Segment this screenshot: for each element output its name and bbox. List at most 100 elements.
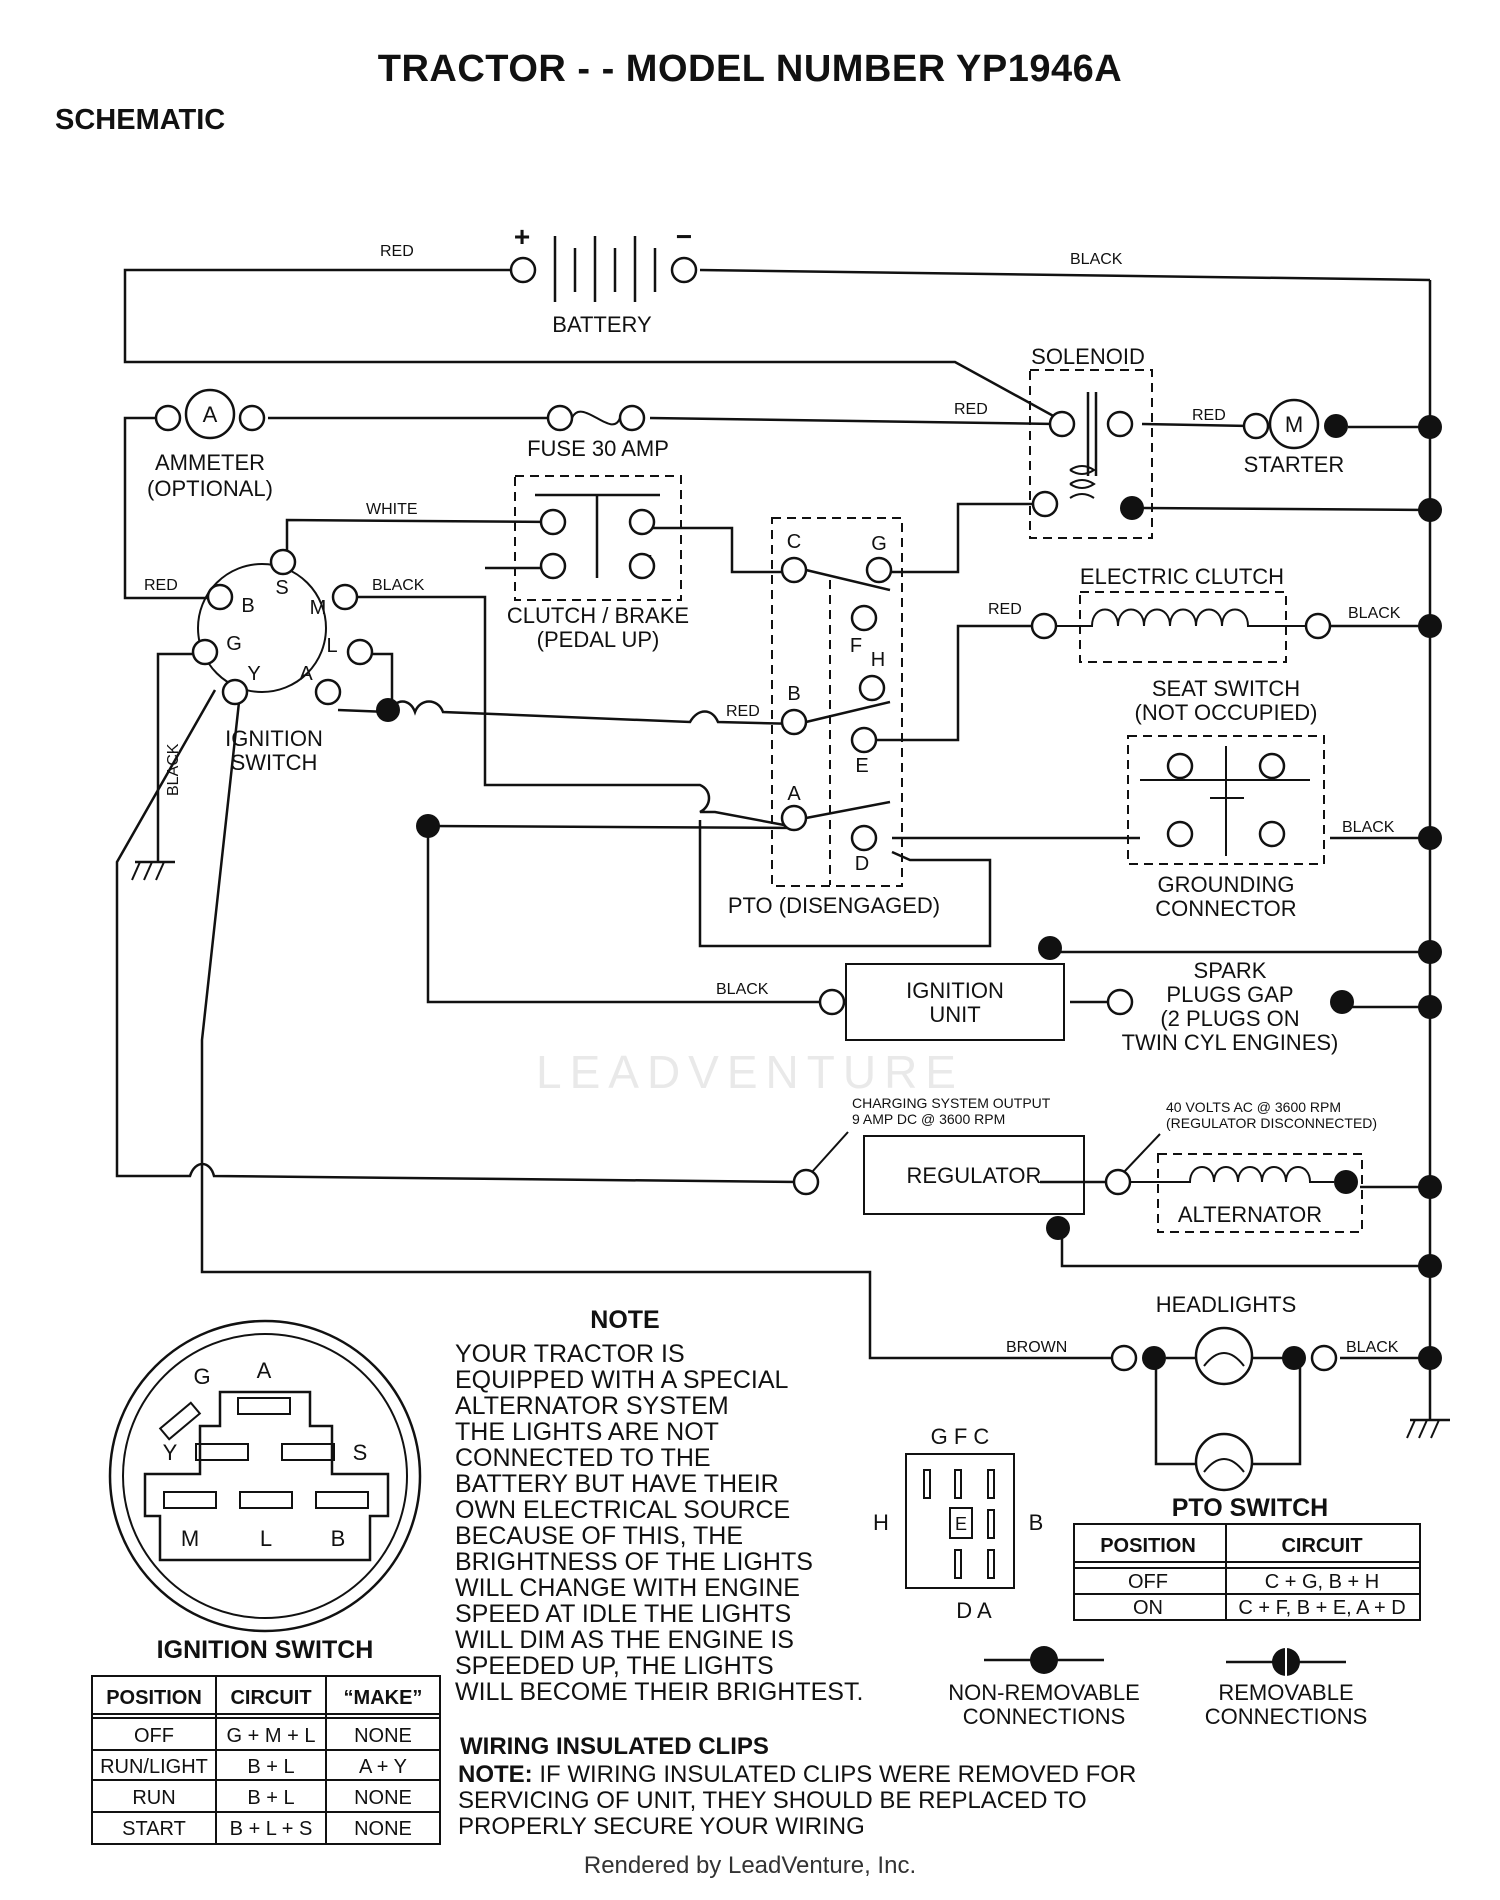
clips-note: WIRING INSULATED CLIPS NOTE: IF WIRING I… — [458, 1733, 1136, 1840]
ign-terminal-a — [314, 678, 342, 706]
solenoid-starter-wire — [1141, 422, 1251, 428]
table-cell: G + M + L — [227, 1725, 316, 1747]
electric-clutch: ELECTRIC CLUTCH — [1030, 564, 1332, 663]
pto-label-d: D — [855, 853, 869, 875]
table-cell: OFF — [1128, 1571, 1168, 1593]
spark-label-4: TWIN CYL ENGINES) — [1122, 1030, 1339, 1055]
pto-label-c: C — [787, 531, 801, 553]
table-header: POSITION — [1100, 1535, 1196, 1557]
plug-label-l: L — [260, 1526, 272, 1551]
clutchbrake-pto-wire — [648, 526, 800, 574]
table-row: RUN/LIGHT B + L A + Y — [100, 1756, 407, 1778]
pto-plug-diagram: G F C H B E D A — [873, 1424, 1043, 1623]
ign-label-m: M — [310, 597, 327, 619]
note-line: WILL BECOME THEIR BRIGHTEST. — [455, 1678, 863, 1706]
table-cell: NONE — [354, 1787, 412, 1809]
volts-label-1: 40 VOLTS AC @ 3600 RPM — [1166, 1099, 1341, 1115]
ign-terminal-m — [331, 583, 359, 611]
battery-negative-label: − — [676, 221, 692, 252]
table-cell: START — [122, 1818, 186, 1840]
regulator-label: REGULATOR — [907, 1163, 1042, 1188]
pto-label-h: H — [871, 649, 885, 671]
ignition-switch-label-2: SWITCH — [231, 750, 318, 775]
seat-switch-label: SEAT SWITCH — [1152, 676, 1300, 701]
grounding-connector-label-1: GROUNDING — [1158, 872, 1295, 897]
svg-text:NOTE: IF WIRING INSULATED CLIP: NOTE: IF WIRING INSULATED CLIPS WERE REM… — [458, 1761, 1136, 1788]
battery-red-wire — [123, 268, 1069, 426]
section-label: SCHEMATIC — [55, 104, 226, 136]
note-line: CONNECTED TO THE — [455, 1444, 711, 1472]
ignition-plug-diagram: A G Y S M L B — [108, 1319, 422, 1633]
electric-clutch-label: ELECTRIC CLUTCH — [1080, 564, 1284, 589]
ign-terminal-s — [269, 548, 297, 576]
note-line: THE LIGHTS ARE NOT — [455, 1418, 719, 1446]
table-cell: C + F, B + E, A + D — [1238, 1597, 1405, 1619]
pto-plug-center-label: E — [955, 1514, 967, 1534]
ignition-switch-table: IGNITION SWITCH POSITION CIRCUIT “MAKE” … — [91, 1636, 441, 1845]
table-cell: C + G, B + H — [1265, 1571, 1379, 1593]
pto-solenoid-wire — [885, 502, 1050, 574]
ign-label-g: G — [226, 633, 242, 655]
starter-label: STARTER — [1244, 452, 1345, 477]
page-title: TRACTOR - - MODEL NUMBER YP1946A — [377, 48, 1123, 90]
wire-label: RED — [380, 243, 414, 260]
charging-label-1: CHARGING SYSTEM OUTPUT — [852, 1095, 1051, 1111]
pto-clutch-red-wire — [870, 624, 1040, 742]
wire-label: BLACK — [1348, 605, 1401, 622]
note-line: ALTERNATOR SYSTEM — [455, 1392, 729, 1420]
table-header: “MAKE” — [344, 1687, 423, 1709]
note-line: YOUR TRACTOR IS — [455, 1340, 685, 1368]
bus-connections — [416, 415, 1442, 1370]
wire-label: RED — [954, 401, 988, 418]
seat-switch-sub-label: (NOT OCCUPIED) — [1135, 700, 1318, 725]
table-cell: NONE — [354, 1725, 412, 1747]
note-line: SPEED AT IDLE THE LIGHTS — [455, 1600, 791, 1628]
clips-line-2: SERVICING OF UNIT, THEY SHOULD BE REPLAC… — [458, 1787, 1087, 1814]
pto-plug-top-label: G F C — [931, 1424, 990, 1449]
table-header: POSITION — [106, 1687, 202, 1709]
pto-label: PTO (DISENGAGED) — [728, 893, 940, 918]
fuse: FUSE 30 AMP — [527, 404, 669, 461]
solenoid-ground-wire — [1141, 506, 1431, 512]
ign-label-y: Y — [247, 663, 260, 685]
headlights: HEADLIGHTS — [1110, 1292, 1338, 1492]
pto-a-wire — [427, 824, 801, 830]
spark-label-1: SPARK — [1194, 958, 1267, 983]
wire-label: RED — [1192, 407, 1226, 424]
non-removable-connection-icon — [1030, 1646, 1058, 1674]
regulator-output-wire — [115, 689, 801, 1184]
legend-nonremovable-2: CONNECTIONS — [963, 1704, 1126, 1729]
plug-label-g: G — [193, 1364, 210, 1389]
solenoid-label: SOLENOID — [1031, 344, 1145, 369]
clips-title: WIRING INSULATED CLIPS — [460, 1733, 769, 1760]
plug-label-m: M — [181, 1526, 199, 1551]
brown-headlight-wire — [200, 692, 1120, 1360]
regulator-ground-wire — [1060, 1234, 1430, 1268]
wire-label: RED — [726, 703, 760, 720]
note-line: SPEEDED UP, THE LIGHTS — [455, 1652, 774, 1680]
table-cell: B + L — [247, 1787, 294, 1809]
battery-black-wire — [699, 268, 1431, 282]
clutchbrake-black-wire — [338, 595, 801, 830]
ignition-unit: IGNITION UNIT SPARK PLUGS GAP (2 PLUGS O… — [818, 936, 1354, 1055]
table-cell: OFF — [134, 1725, 174, 1747]
legend-removable-1: REMOVABLE — [1218, 1680, 1353, 1705]
wire-label: BROWN — [1006, 1339, 1067, 1356]
wire-label: BLACK — [372, 577, 425, 594]
wire-label: BLACK — [1070, 251, 1123, 268]
table-row: OFF G + M + L NONE — [134, 1725, 412, 1747]
ignition-table-title: IGNITION SWITCH — [157, 1636, 374, 1664]
ignition-unit-label-1: IGNITION — [906, 978, 1004, 1003]
plug-label-b: B — [331, 1526, 346, 1551]
note-line: WILL CHANGE WITH ENGINE — [455, 1574, 800, 1602]
table-cell: NONE — [354, 1818, 412, 1840]
pto-switch: C G F H B E A D PTO (DISENGAGED) — [728, 517, 940, 918]
battery-positive-label: + — [514, 221, 530, 252]
table-cell: ON — [1133, 1597, 1163, 1619]
ign-label-b: B — [241, 595, 254, 617]
charging-label-2: 9 AMP DC @ 3600 RPM — [852, 1111, 1005, 1127]
plug-label-s: S — [353, 1440, 368, 1465]
wire-label: RED — [988, 601, 1022, 618]
table-row: START B + L + S NONE — [122, 1818, 412, 1840]
white-wire — [285, 518, 556, 560]
